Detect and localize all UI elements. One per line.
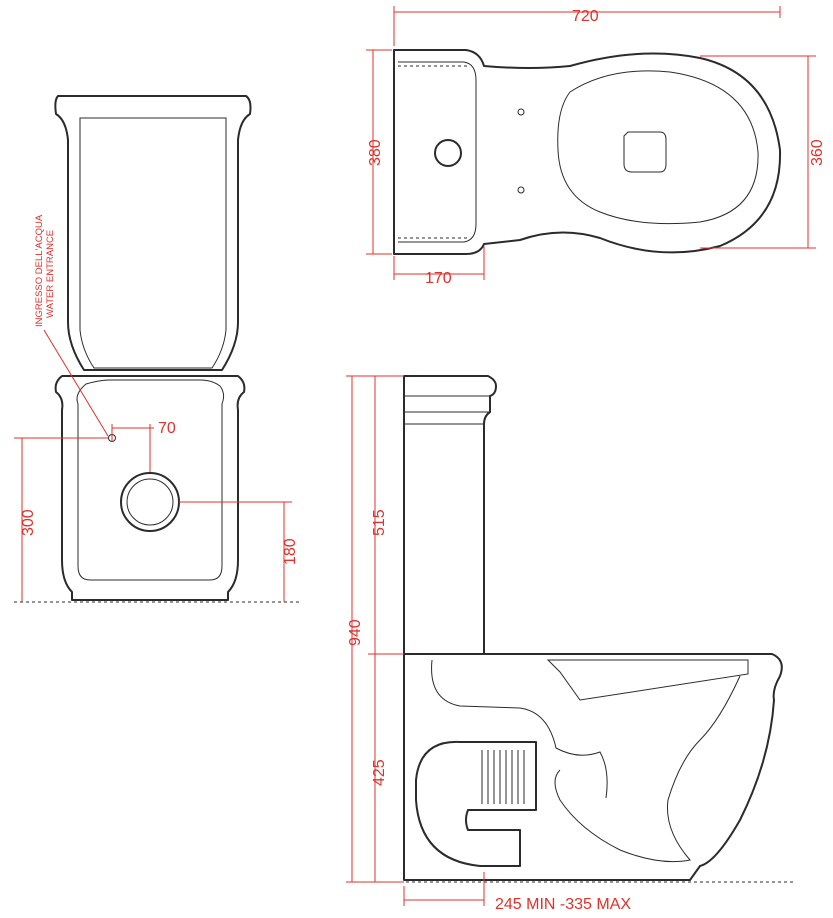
dim-text-tank-width: 380: [367, 139, 384, 166]
top-flush-button: [434, 139, 462, 167]
front-cistern-inner: [79, 117, 227, 369]
dim-text-outlet-distance: 245 MIN -335 MAX: [495, 896, 631, 913]
dim-text-outlet-offset: 70: [158, 420, 176, 437]
top-bowl-inner: [557, 70, 759, 225]
front-cistern-outline: [54, 95, 252, 371]
water-entrance-label-it: INGRESSO DELL'ACQUA: [34, 214, 45, 327]
side-bowl-outline: [403, 653, 783, 881]
top-view: 720 380 360 170: [366, 6, 826, 287]
side-trap-channel: [431, 659, 608, 799]
side-outlet-pipe: [415, 740, 537, 867]
side-bowl-inner: [554, 675, 741, 863]
top-seat-hole-1: [517, 108, 525, 116]
front-pedestal-outline: [54, 375, 246, 601]
water-entrance-label-en: WATER ENTRANCE: [45, 230, 56, 318]
side-bowl-rim: [546, 659, 749, 701]
side-view: 940 515 425 245 MIN -335 MAX: [346, 375, 796, 913]
front-outlet-outer: [120, 472, 180, 532]
leader-water-entrance: [43, 329, 109, 437]
top-seat-hole-2: [517, 186, 525, 194]
front-pedestal-inner: [76, 379, 225, 581]
side-cistern-outline: [403, 375, 497, 655]
front-outlet-inner: [126, 478, 174, 526]
top-tank-inner: [398, 61, 477, 243]
dim-text-bowl-height: 425: [371, 759, 388, 786]
dim-text-inlet-height: 300: [20, 509, 37, 536]
dim-text-outlet-height: 180: [282, 538, 299, 565]
side-flex-pipe: [481, 750, 525, 804]
front-view: 70 300 180 INGRESSO DELL'ACQUA WATER ENT…: [14, 95, 300, 603]
dim-text-length: 720: [572, 8, 599, 25]
dim-text-total-height: 940: [347, 619, 364, 646]
top-outline: [393, 49, 782, 255]
dim-text-tank-height: 515: [371, 509, 388, 536]
dim-text-tank-depth: 170: [425, 270, 452, 287]
dim-text-bowl-width: 360: [809, 139, 826, 166]
top-drain: [623, 131, 667, 173]
